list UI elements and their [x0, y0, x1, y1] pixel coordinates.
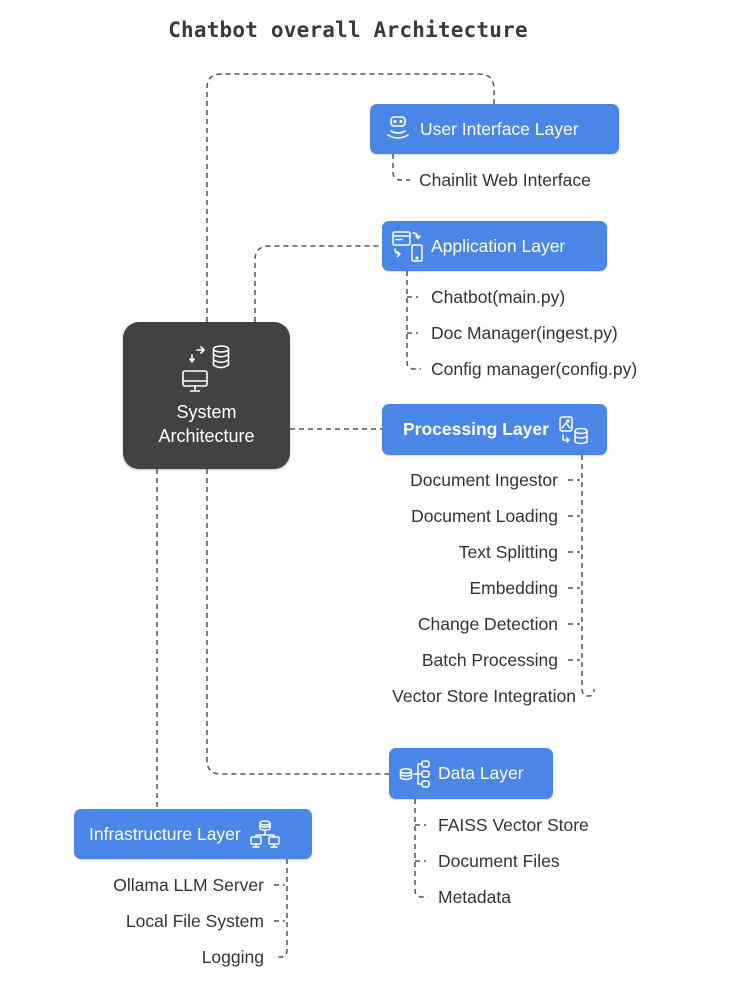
connector-ui-items	[392, 154, 410, 181]
center-label-line2: Architecture	[158, 426, 255, 446]
processing-layer-label: Processing Layer	[403, 419, 549, 439]
center-label-line1: System	[176, 402, 237, 422]
voice-assistant-icon	[387, 116, 409, 139]
database-tree-icon	[399, 759, 430, 788]
diagram-title: Chatbot overall Architecture	[168, 18, 528, 42]
ui-item: Chainlit Web Interface	[419, 170, 591, 190]
image-to-database-icon	[559, 415, 588, 444]
app-item: Doc Manager(ingest.py)	[431, 323, 618, 343]
processing-item: Document Ingestor	[410, 470, 558, 490]
system-architecture-node: System Architecture	[123, 322, 290, 469]
data-item: Metadata	[438, 887, 511, 907]
processing-item: Change Detection	[417, 614, 558, 634]
app-item: Config manager(config.py)	[431, 359, 638, 379]
processing-item: Batch Processing	[421, 650, 558, 670]
data-item: Document Files	[438, 851, 560, 871]
infrastructure-item: Logging	[201, 947, 264, 967]
database-icon	[212, 345, 230, 369]
user-interface-layer-label: User Interface Layer	[420, 118, 579, 139]
infrastructure-layer-node: Infrastructure Layer	[74, 809, 312, 859]
network-icon	[249, 820, 280, 848]
processing-item: Text Splitting	[458, 542, 558, 562]
data-layer-node: Data Layer	[389, 748, 553, 799]
user-interface-layer-node: User Interface Layer	[370, 104, 619, 154]
app-transfer-icon	[392, 231, 423, 262]
data-item: FAISS Vector Store	[438, 815, 589, 835]
connector-center-ui	[206, 73, 495, 322]
connector-app-items	[406, 271, 421, 370]
data-layer-label: Data Layer	[438, 763, 524, 783]
app-item: Chatbot(main.py)	[431, 287, 566, 307]
infrastructure-item: Ollama LLM Server	[113, 875, 264, 895]
connector-proc-items	[581, 455, 595, 697]
processing-item: Document Loading	[411, 506, 558, 526]
infrastructure-item: Local File System	[125, 911, 264, 931]
application-layer-label: Application Layer	[431, 235, 566, 256]
infrastructure-layer-label: Infrastructure Layer	[89, 823, 241, 844]
processing-item: Vector Store Integration	[392, 686, 576, 706]
connector-infra-items	[274, 859, 288, 958]
processing-item: Embedding	[469, 578, 558, 598]
connector-data-items	[414, 799, 428, 898]
processing-layer-node: Processing Layer	[382, 404, 607, 455]
application-layer-node: Application Layer	[382, 221, 607, 271]
connector-center-app	[254, 245, 382, 322]
swap-arrows-icon	[189, 346, 205, 363]
monitor-icon	[182, 370, 208, 392]
connector-center-data	[206, 469, 389, 775]
